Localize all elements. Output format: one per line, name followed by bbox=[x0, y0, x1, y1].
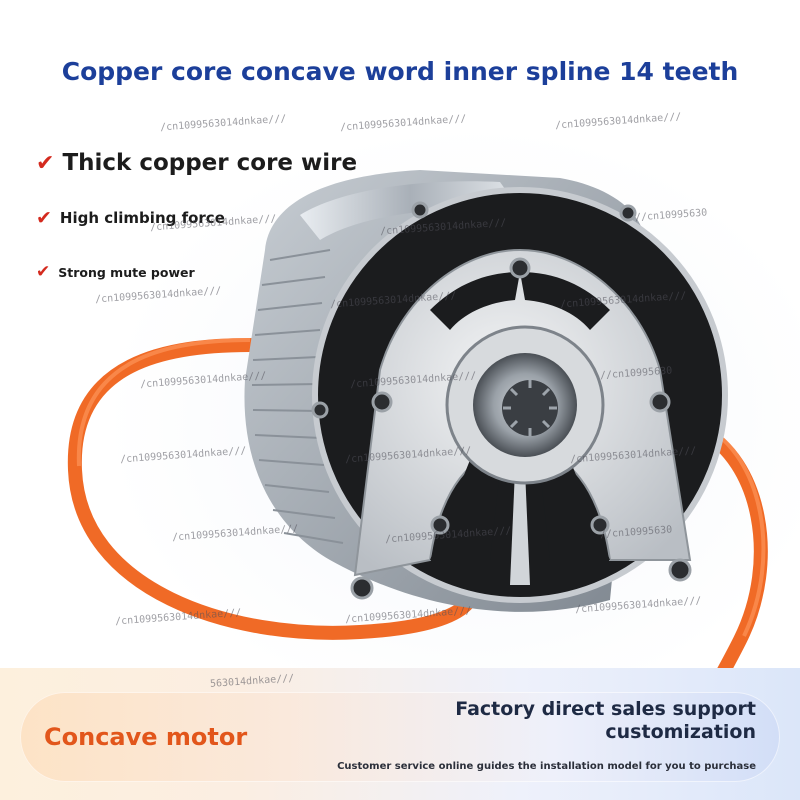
feature-item: ✔ High climbing force bbox=[36, 207, 225, 229]
banner-footnote: Customer service online guides the insta… bbox=[337, 761, 756, 772]
front-plate bbox=[311, 187, 728, 603]
feature-text: High climbing force bbox=[59, 209, 225, 227]
banner-left-title: Concave motor bbox=[44, 723, 248, 751]
check-icon: ✔ bbox=[36, 207, 52, 229]
feature-item: ✔ Strong mute power bbox=[36, 262, 195, 282]
check-icon: ✔ bbox=[36, 150, 55, 176]
feature-text: Thick copper core wire bbox=[62, 150, 358, 176]
feature-text: Strong mute power bbox=[58, 264, 195, 280]
banner-pill bbox=[20, 692, 780, 782]
banner-right-title: Factory direct sales support customizati… bbox=[455, 698, 756, 743]
check-icon: ✔ bbox=[36, 262, 51, 282]
headline: Copper core concave word inner spline 14… bbox=[61, 57, 739, 86]
feature-item: ✔ Thick copper core wire bbox=[36, 150, 357, 176]
